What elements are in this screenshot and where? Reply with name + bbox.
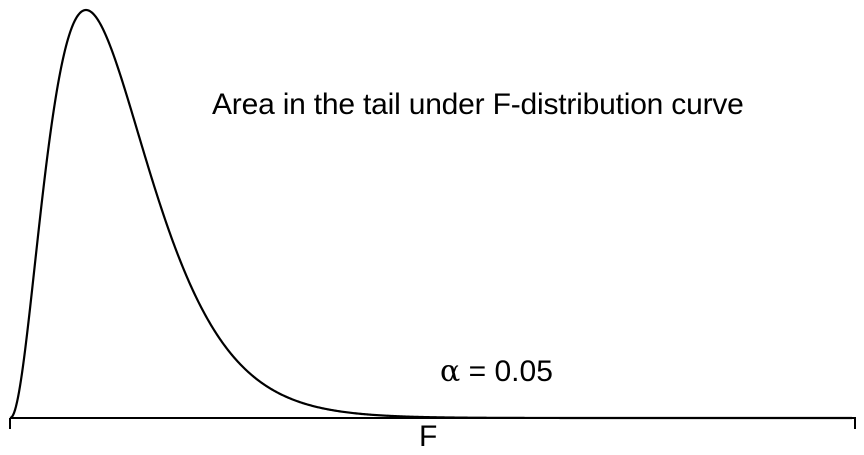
alpha-value: 0.05 <box>494 355 553 388</box>
figure-caption: Area in the tail under F-distribution cu… <box>212 88 744 121</box>
alpha-equals: = <box>468 355 487 388</box>
density-curve <box>9 8 852 420</box>
x-axis-label: F <box>419 420 438 453</box>
alpha-annotation: α = 0.05 <box>440 354 553 389</box>
alpha-symbol: α <box>440 354 461 389</box>
